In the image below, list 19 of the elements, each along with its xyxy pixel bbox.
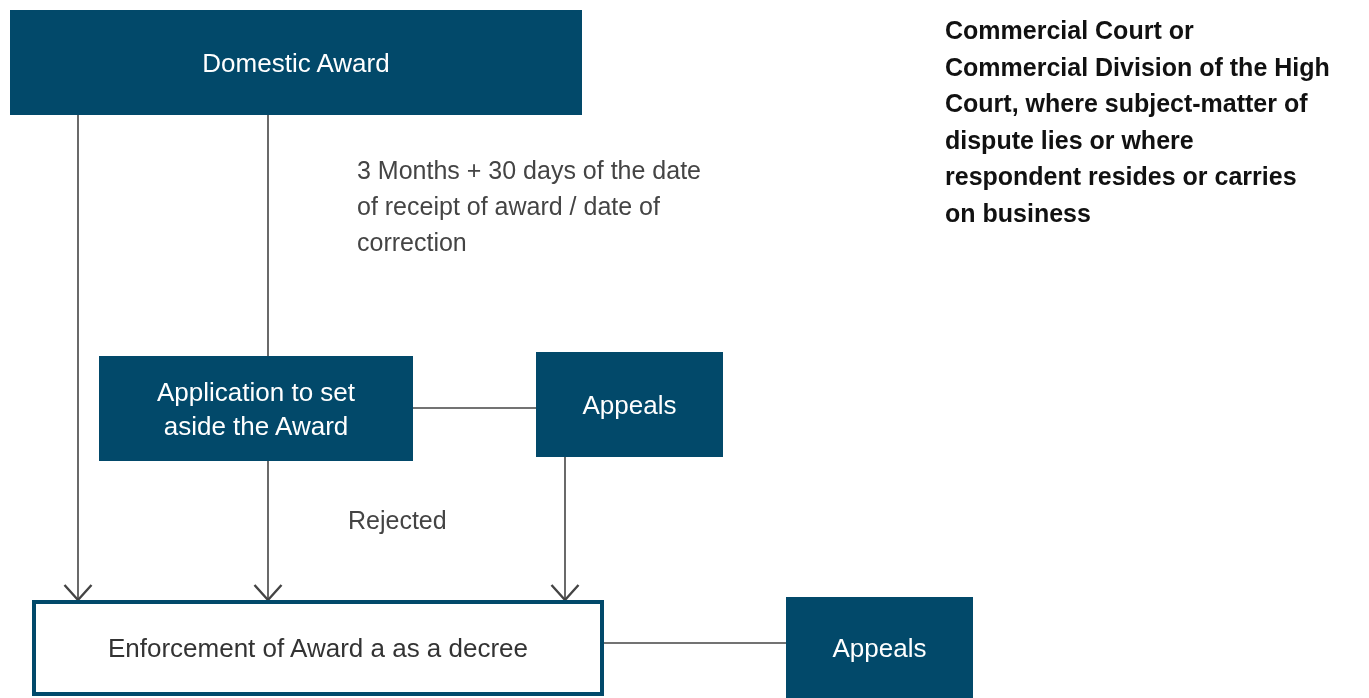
arrow: [550, 456, 580, 602]
edge-label: 3 Months + 30 days of the date of receipt of award / date of correction: [357, 155, 702, 258]
box-text: Appeals: [832, 631, 927, 665]
process-box: [786, 597, 973, 698]
outlined-box: [32, 600, 604, 696]
connector-line: [412, 407, 537, 409]
box-text: Application to set aside the Award: [156, 375, 356, 443]
process-box: [10, 10, 582, 115]
court-note: Commercial Court or Commercial Division of the High Court, where subject-matter of dispute lies or where respondent resides or carries on business: [945, 15, 1330, 229]
box-text: Domestic Award: [202, 46, 390, 80]
arrow: [63, 114, 93, 602]
box-text: Enforcement of Award a as a decree: [107, 632, 529, 665]
connector-line: [603, 642, 787, 644]
box-text: Appeals: [582, 388, 677, 422]
arrow: [253, 460, 283, 602]
process-box: [99, 356, 413, 461]
edge-label: Rejected: [348, 505, 448, 536]
process-box: [536, 352, 723, 457]
connector-line: [267, 114, 269, 357]
